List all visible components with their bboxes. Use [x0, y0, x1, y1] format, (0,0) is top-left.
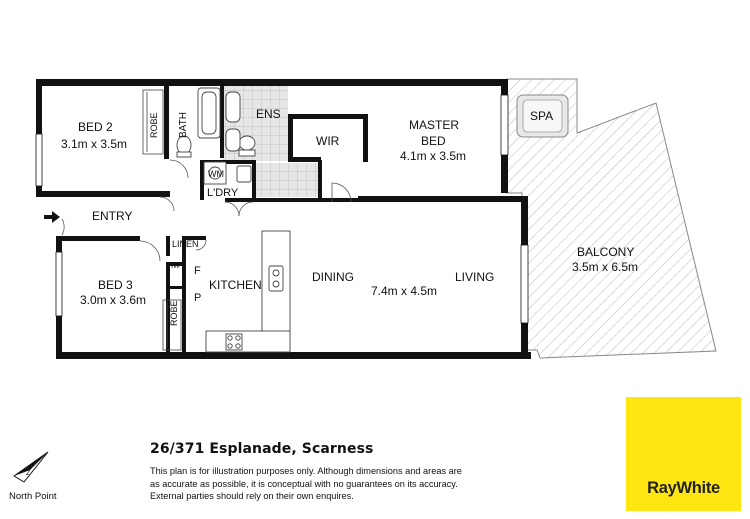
bed2-name: BED 2: [78, 120, 113, 134]
bathtub: [197, 87, 221, 139]
disclaimer: This plan is for illustration purposes o…: [150, 465, 470, 503]
master-name-line2: BED: [421, 134, 446, 148]
robe-rails: [142, 89, 182, 351]
wm-label: WM: [208, 169, 224, 179]
doors: [61, 159, 352, 262]
spa-label: SPA: [530, 109, 553, 123]
laundry-tiles: [256, 163, 318, 197]
laundry-label: L'DRY: [207, 187, 239, 199]
disclaimer-line: This plan is for illustration purposes o…: [150, 466, 462, 476]
bed3-size: 3.0m x 3.6m: [80, 293, 146, 307]
property-address: 26/371 Esplanade, Scarness: [150, 441, 374, 457]
windows: [35, 94, 529, 324]
disclaimer-line: as accurate as possible, it is conceptua…: [150, 478, 458, 489]
linen-label: LINEN: [172, 239, 199, 249]
dining-label: DINING: [312, 270, 354, 284]
kitchen-bench: [205, 230, 291, 353]
master-size: 4.1m x 3.5m: [400, 149, 466, 163]
living-label: LIVING: [455, 270, 494, 284]
bed2-robe-label: ROBE: [149, 112, 159, 138]
svg-text:Z: Z: [26, 470, 31, 477]
entry-label: ENTRY: [92, 209, 132, 223]
ens-label: ENS: [256, 107, 281, 121]
kitchen-label: KITCHEN: [209, 278, 262, 292]
disclaimer-line: External parties should rely on their ow…: [150, 491, 354, 502]
wir-label: WIR: [316, 134, 340, 148]
bath-label: BATH: [178, 112, 189, 138]
brand-name: RayWhite: [647, 479, 720, 497]
fixtures: [176, 91, 256, 185]
balcony-name: BALCONY: [577, 245, 634, 259]
balcony-area: [506, 78, 717, 359]
bed3-name: BED 3: [98, 278, 133, 292]
master-name-line1: MASTER: [409, 118, 459, 132]
living-size: 7.4m x 4.5m: [371, 284, 437, 298]
fridge-label: F: [194, 265, 201, 277]
bed3-robe-label: ROBE: [169, 300, 179, 326]
raywhite-logo: RayWhite: [626, 397, 741, 511]
bed2-size: 3.1m x 3.5m: [61, 137, 127, 151]
hw-label: HW: [168, 263, 180, 270]
north-point-label: North Point: [9, 491, 57, 502]
pantry-label: P: [194, 292, 201, 304]
north-arrow-icon: Z: [13, 451, 49, 483]
balcony-size: 3.5m x 6.5m: [572, 260, 638, 274]
entry-arrow-icon: [44, 211, 60, 223]
